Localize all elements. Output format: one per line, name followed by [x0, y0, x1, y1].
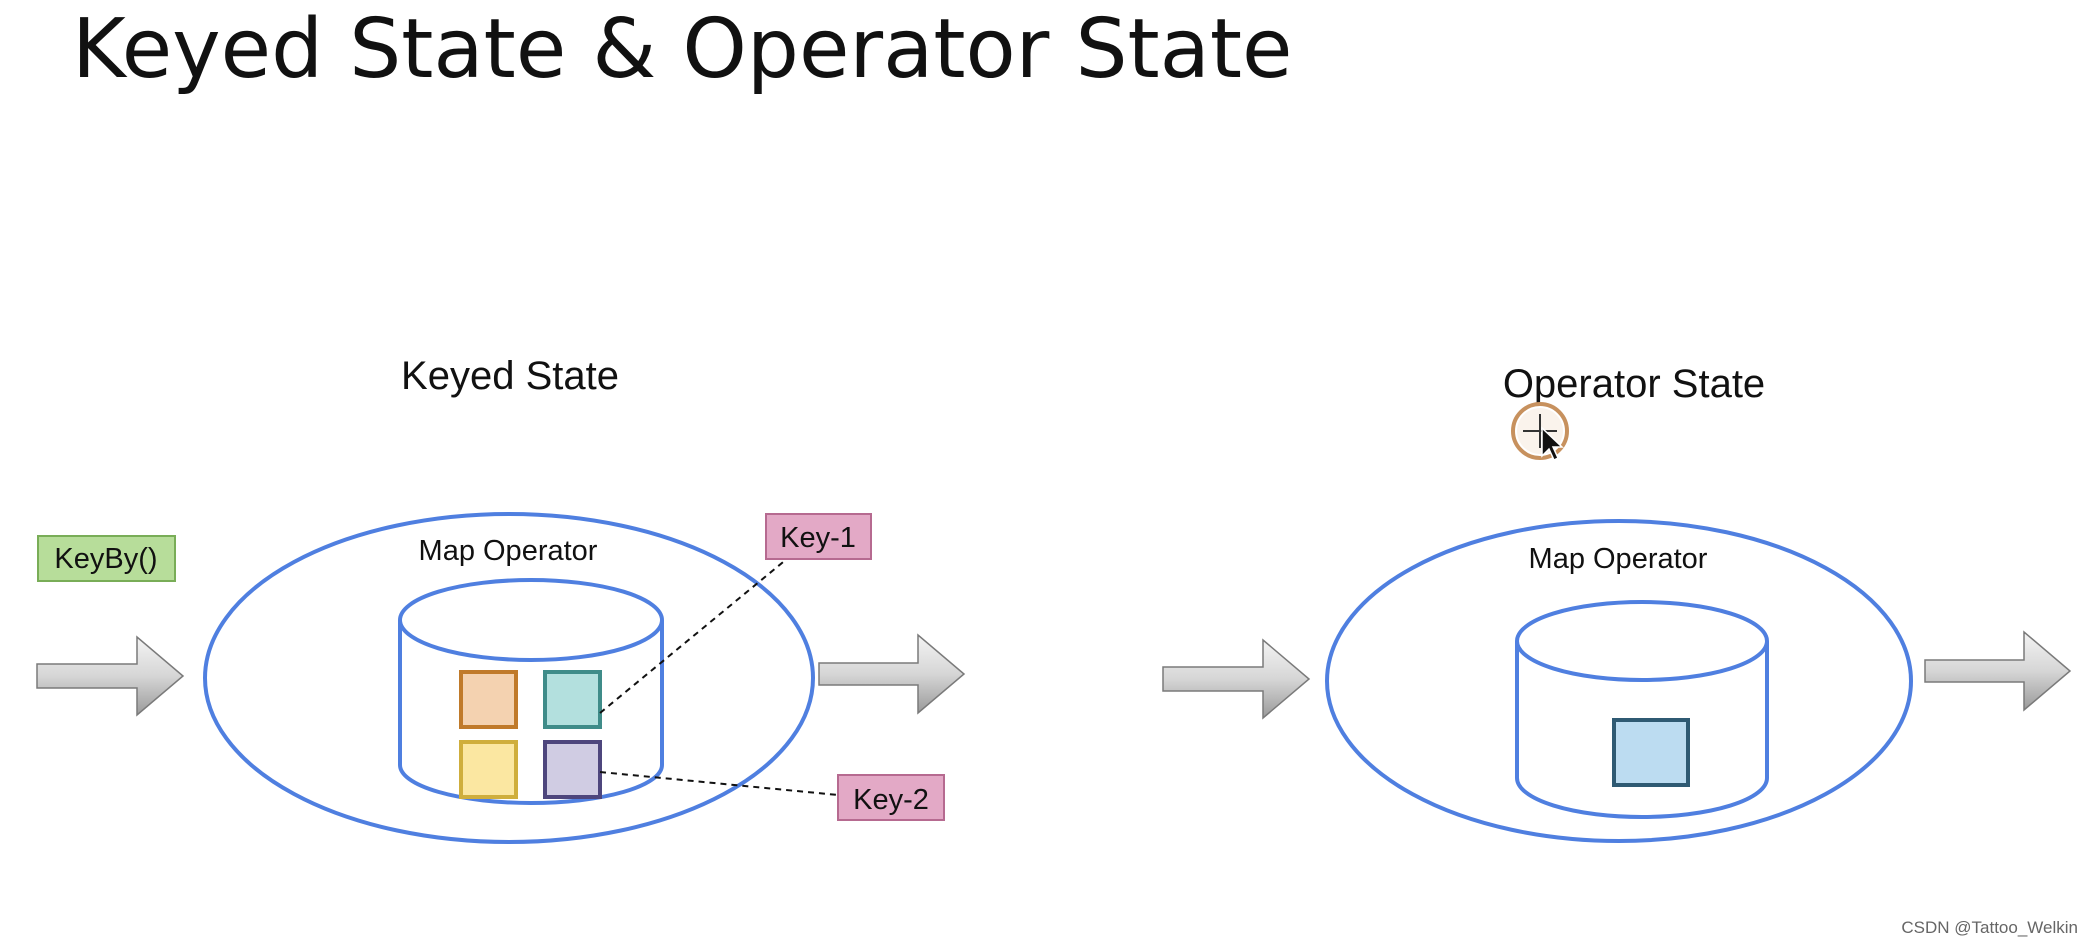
operator-operator-ellipse [1325, 519, 1913, 843]
keyed-operator-label: Map Operator [419, 535, 598, 567]
key1-box [765, 513, 872, 560]
keyed-output-arrow [818, 633, 966, 715]
state-square-purple [543, 740, 602, 799]
keyed-state-store [398, 620, 664, 805]
state-square-teal [543, 670, 602, 729]
key2-label: Key-2 [853, 784, 929, 816]
slide-title: Keyed State & Operator State [72, 2, 1293, 97]
operator-state-store-top [1515, 600, 1769, 682]
keyby-box [37, 535, 176, 582]
operator-input-arrow [1162, 638, 1311, 720]
key1-label: Key-1 [780, 522, 856, 554]
key1-connector [599, 557, 789, 714]
keyed-operator-ellipse [203, 512, 815, 844]
operator-operator-label: Map Operator [1529, 543, 1708, 575]
key2-connector [599, 771, 839, 796]
mouse-cursor-icon [1511, 402, 1569, 462]
operator-state-heading: Operator State [1503, 362, 1765, 406]
key2-box [837, 774, 945, 821]
keyed-state-store-top [398, 578, 664, 662]
state-square-blue [1612, 718, 1690, 787]
operator-state-store [1515, 641, 1769, 819]
keyed-input-arrow [36, 635, 185, 717]
state-square-orange [459, 670, 518, 729]
keyby-label: KeyBy() [54, 543, 157, 575]
state-square-yellow [459, 740, 518, 799]
operator-output-arrow [1924, 630, 2072, 712]
keyed-state-heading: Keyed State [401, 354, 619, 398]
watermark: CSDN @Tattoo_Welkin [1901, 918, 2078, 937]
